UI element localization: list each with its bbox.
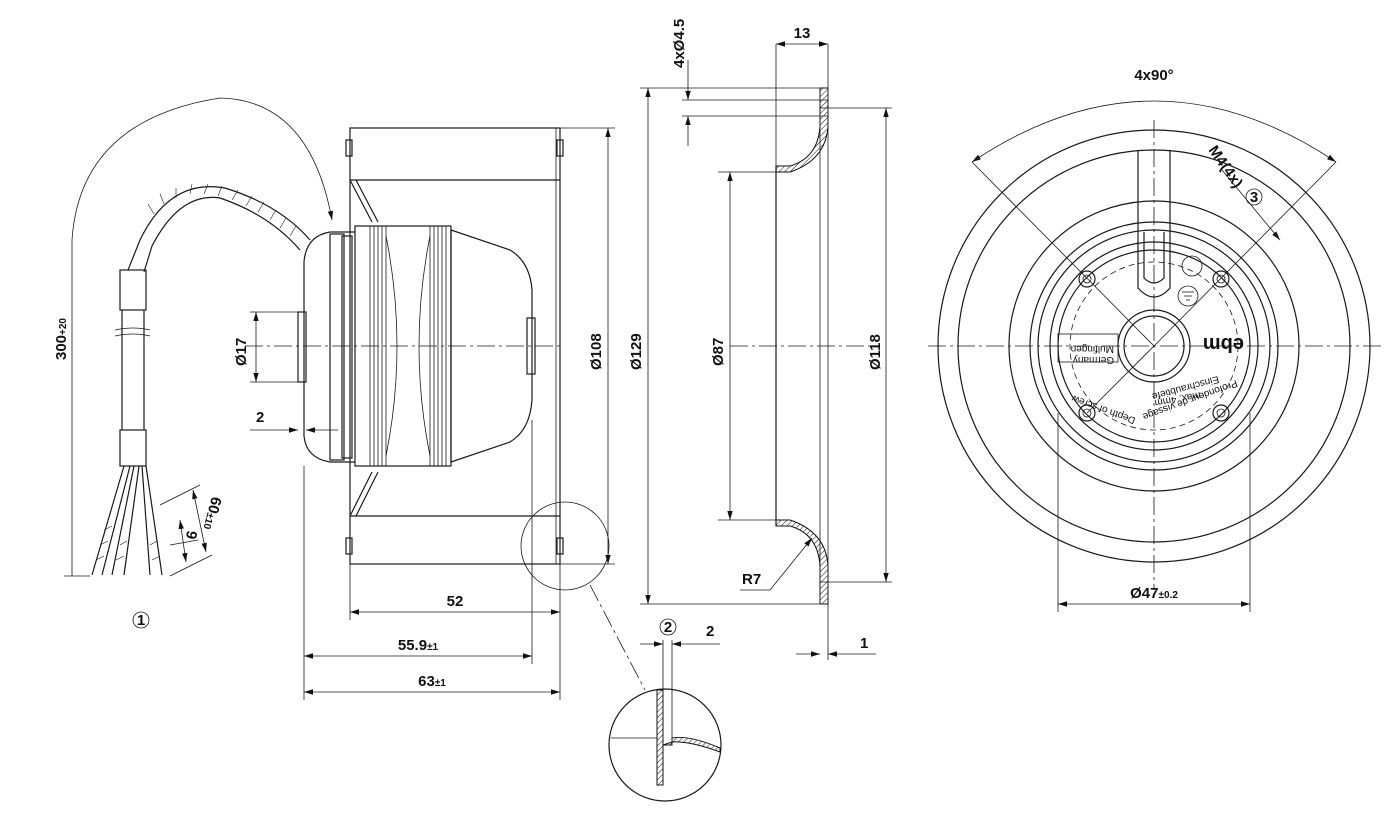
cable-length-label: 300+20 <box>53 318 70 360</box>
cable-sleeve-top <box>119 269 147 311</box>
motor-outer-circle <box>1029 221 1279 471</box>
mounting-holes <box>1078 270 1230 422</box>
dia-outer-label: Ø108 <box>588 333 605 370</box>
plate-line1: Mulfingen <box>1071 343 1114 354</box>
dia-hub-label: Ø17 <box>233 338 250 366</box>
shaft-hub <box>297 311 307 383</box>
dia-inlet-outer-label: Ø129 <box>628 333 645 370</box>
depth-label: 13 <box>794 25 811 42</box>
callout-cable-circle <box>132 611 150 629</box>
plate-line2: Germany <box>1073 354 1114 365</box>
detail-circle <box>608 688 722 802</box>
dia-flange-label: Ø118 <box>867 334 884 370</box>
cable <box>91 183 311 576</box>
cable-sleeve-bottom <box>119 429 147 467</box>
motor-length-label: 55.9±1 <box>398 637 439 654</box>
holes-label: 4xØ4.5 <box>671 19 688 68</box>
detail-marker-circle <box>520 501 610 591</box>
bolt-circle-label: Ø47±0.2 <box>1130 585 1178 602</box>
inlet-outer-circle <box>937 129 1371 563</box>
detail-offset-label: 2 <box>706 623 714 640</box>
thickness-label: 1 <box>860 635 868 652</box>
nameplate-box <box>1057 333 1119 363</box>
callout-thread-circle <box>1245 188 1263 206</box>
callout-detail-label: 2 <box>664 619 672 636</box>
thread-label: M4(4x) <box>1205 143 1246 192</box>
strip-end-label: 6 <box>183 530 201 541</box>
callout-cable-label: 1 <box>137 612 145 629</box>
dia-inlet-throat-label: Ø87 <box>710 338 727 366</box>
offset-label: 2 <box>256 409 264 426</box>
brand-logo: ebm <box>1203 333 1244 355</box>
detail-view: 2 2 <box>608 618 722 802</box>
wheel-length-label: 52 <box>447 593 464 610</box>
callout-detail-circle <box>659 618 677 636</box>
angle-label: 4x90° <box>1134 67 1173 84</box>
motor-cone <box>450 229 533 463</box>
front-view: 4x90° M4(4x) 3 Mulfingen Germany ebm Pro… <box>928 67 1385 612</box>
strip-length-label: 60±10 <box>199 495 224 532</box>
callout-thread-label: 3 <box>1250 189 1258 206</box>
section-view: 13 4xØ4.5 Ø129 Ø87 Ø118 R7 1 <box>628 19 892 660</box>
total-length-label: 63±1 <box>418 673 446 690</box>
radius-label: R7 <box>742 571 761 588</box>
side-view: 300+20 60±10 6 1 Ø17 2 Ø108 <box>53 97 646 700</box>
impeller-housing <box>349 127 561 565</box>
